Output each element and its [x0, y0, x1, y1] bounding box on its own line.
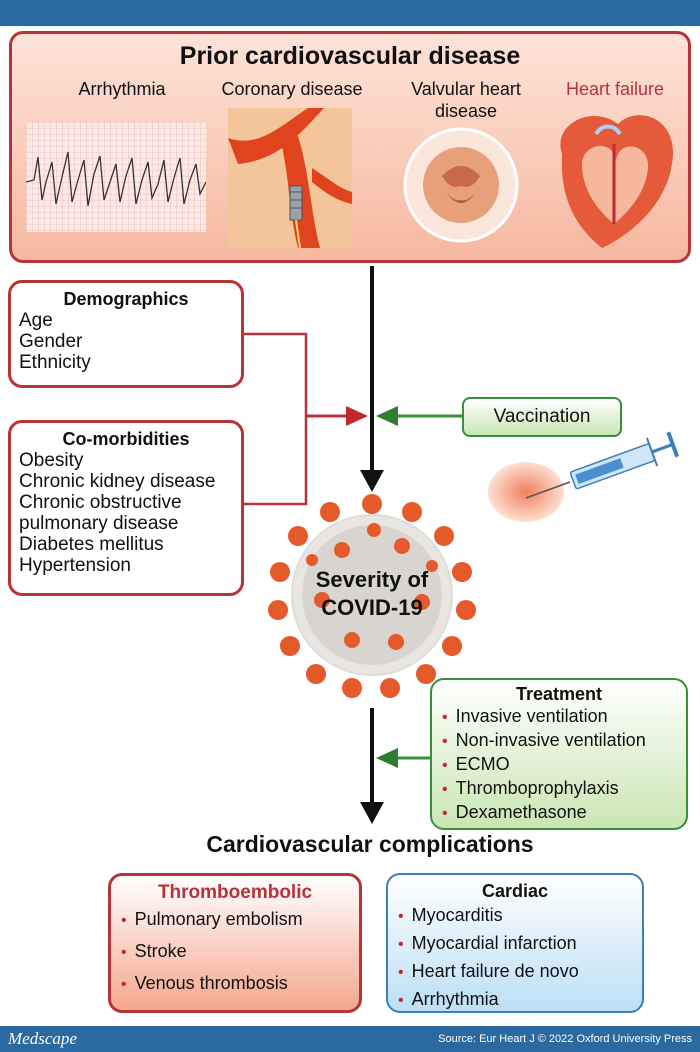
cardiac-title: Cardiac — [481, 881, 549, 901]
ecg-icon — [26, 122, 206, 232]
cardiac-item: •Myocarditis — [398, 905, 503, 925]
prior-cvd-title: Prior cardiovascular disease — [179, 42, 521, 70]
bullet-icon: • — [121, 976, 127, 993]
thromboembolic-item: •Pulmonary embolism — [121, 909, 303, 929]
arrow-head-top — [360, 470, 384, 492]
cardiac-item: •Arrhythmia — [398, 989, 499, 1009]
coronary-stent-icon — [228, 108, 352, 248]
comorbidity-item: pulmonary disease — [19, 513, 179, 534]
bullet-icon: • — [398, 908, 404, 925]
treatment-item: •Thromboprophylaxis — [442, 778, 619, 798]
cardiac-box: Cardiac •Myocarditis •Myocardial infarct… — [386, 873, 644, 1013]
thromboembolic-box: Thromboembolic •Pulmonary embolism •Stro… — [108, 873, 362, 1013]
heart-failure-label: Heart failure — [565, 79, 665, 99]
vaccination-arrow-head — [376, 406, 398, 426]
thromboembolic-title: Thromboembolic — [157, 882, 313, 903]
footer-bar: Medscape Source: Eur Heart J © 2022 Oxfo… — [0, 1026, 700, 1052]
demographics-title: Demographics — [63, 289, 189, 309]
bullet-icon: • — [121, 944, 127, 961]
bullet-icon: • — [398, 964, 404, 981]
demographics-item: Gender — [19, 331, 83, 352]
bullet-icon: • — [442, 781, 448, 798]
header-bar — [0, 0, 700, 26]
vaccination-box: Vaccination — [462, 397, 622, 437]
treatment-box: Treatment •Invasive ventilation •Non-inv… — [430, 678, 688, 830]
demographics-item: Age — [19, 310, 53, 331]
comorbidities-title: Co-morbidities — [62, 429, 190, 449]
bullet-icon: • — [121, 912, 127, 929]
coronavirus-icon — [268, 494, 476, 698]
arrhythmia-label: Arrhythmia — [78, 79, 166, 99]
medscape-logo[interactable]: Medscape — [8, 1029, 77, 1048]
complications-title: Cardiovascular complications — [206, 831, 534, 857]
bullet-icon: • — [398, 936, 404, 953]
severity-line-2: COVID-19 — [321, 595, 423, 620]
treatment-item: •Dexamethasone — [442, 802, 587, 822]
treatment-item: •Invasive ventilation — [442, 706, 608, 726]
risk-bracket — [244, 332, 308, 506]
valvular-disease-label: Valvular heart disease — [411, 79, 521, 121]
comorbidity-item: Chronic kidney disease — [19, 471, 216, 492]
comorbidity-item: Hypertension — [19, 555, 131, 576]
comorbidity-item: Chronic obstructive — [19, 492, 182, 513]
risk-arrow-head — [346, 406, 368, 426]
thromboembolic-item: •Stroke — [121, 941, 187, 961]
demographics-box: Demographics Age Gender Ethnicity — [8, 280, 244, 388]
comorbidities-box: Co-morbidities Obesity Chronic kidney di… — [8, 420, 244, 596]
source-credit: Source: Eur Heart J © 2022 Oxford Univer… — [438, 1033, 692, 1045]
virus-spikes — [268, 494, 476, 698]
severity-line-1: Severity of — [315, 567, 429, 592]
heart-icon — [560, 115, 674, 249]
syringe-icon — [488, 431, 680, 522]
treatment-arrow-head — [376, 748, 398, 768]
heart-valve-icon — [403, 127, 519, 243]
comorbidity-item: Diabetes mellitus — [19, 534, 164, 555]
severity-label: Severity of COVID-19 — [262, 566, 482, 622]
demographics-item: Ethnicity — [19, 352, 91, 373]
bullet-icon: • — [442, 709, 448, 726]
treatment-item: •Non-invasive ventilation — [442, 730, 646, 750]
bullet-icon: • — [442, 757, 448, 774]
bullet-icon: • — [442, 805, 448, 822]
cardiac-item: •Heart failure de novo — [398, 961, 579, 981]
comorbidity-item: Obesity — [19, 450, 84, 471]
treatment-title: Treatment — [515, 684, 603, 704]
arrow-head-bottom — [360, 802, 384, 824]
bullet-icon: • — [398, 992, 404, 1009]
bullet-icon: • — [442, 733, 448, 750]
thromboembolic-item: •Venous thrombosis — [121, 973, 288, 993]
cardiac-item: •Myocardial infarction — [398, 933, 577, 953]
treatment-item: •ECMO — [442, 754, 510, 774]
coronary-disease-label: Coronary disease — [221, 79, 363, 99]
prior-cvd-panel: Prior cardiovascular disease Arrhythmia … — [9, 31, 691, 263]
